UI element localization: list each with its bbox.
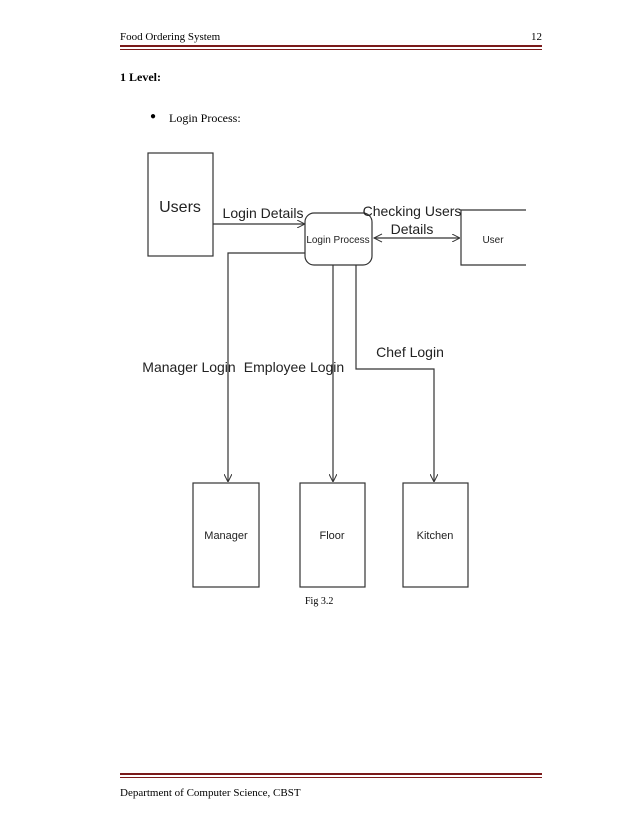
figure-caption: Fig 3.2 (305, 596, 334, 607)
employee-login-label: Employee Login (244, 359, 344, 375)
manager-login-label: Manager Login (142, 359, 235, 375)
page-number: 12 (531, 31, 542, 43)
checking-users-arrowhead-left (372, 233, 383, 243)
header-rule (120, 45, 542, 47)
chef-login-label: Chef Login (376, 344, 444, 360)
footer-rule (120, 773, 542, 775)
checking-users-label-1: Checking Users (363, 203, 462, 219)
login-details-label: Login Details (223, 205, 304, 221)
floor-entity (299, 482, 366, 588)
kitchen-entity (402, 482, 469, 588)
header-rule-thin (120, 49, 542, 50)
floor-label: Floor (319, 530, 344, 542)
header-title: Food Ordering System (120, 31, 221, 43)
manager-login-arrow (228, 252, 305, 481)
manager-entity (192, 482, 260, 588)
user-label: User (482, 235, 504, 246)
kitchen-label: Kitchen (417, 530, 454, 542)
footer-rule-thin (120, 777, 542, 778)
user-store (460, 209, 526, 266)
manager-label: Manager (204, 530, 248, 542)
footer-text: Department of Computer Science, CBST (120, 787, 301, 799)
login-process-label: Login Process (306, 235, 369, 246)
login-process-node (304, 212, 373, 266)
bullet-icon: ● (150, 111, 157, 122)
users-entity (147, 152, 214, 257)
bullet-text: Login Process: (169, 111, 241, 125)
checking-users-label-2: Details (391, 221, 434, 237)
section-heading: 1 Level: (120, 70, 161, 84)
users-label: Users (159, 199, 201, 216)
chef-login-arrow (355, 265, 434, 481)
